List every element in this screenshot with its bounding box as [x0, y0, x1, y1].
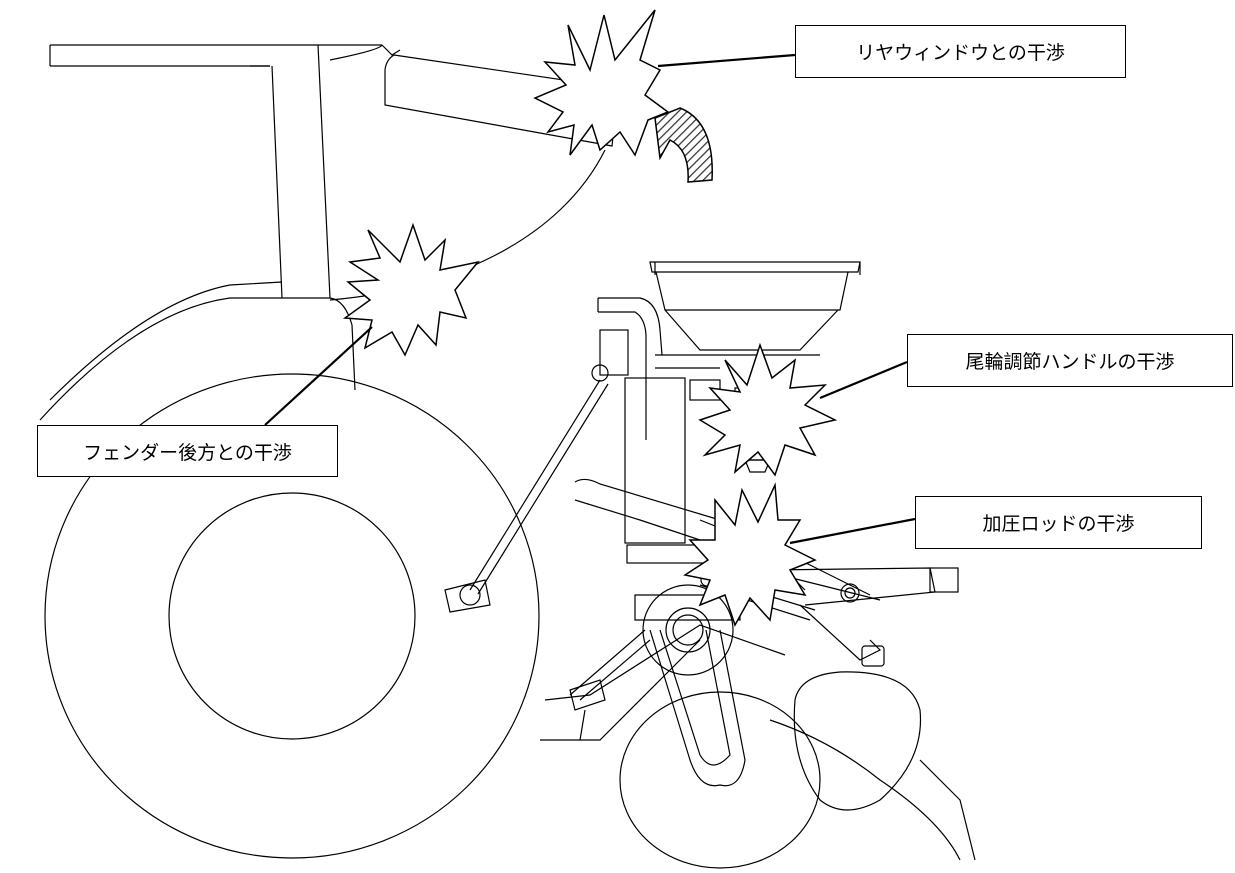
tractor-cab [49, 44, 619, 301]
top-link [444, 364, 609, 613]
burst-rear-window-icon [533, 9, 670, 157]
burst-fender-icon [342, 222, 480, 357]
rear-window-fragment [654, 107, 713, 183]
handle-frame [597, 297, 820, 564]
leader-tail-wheel [819, 360, 908, 400]
rear-wheel [44, 373, 540, 859]
callout-rear-window-label: リヤウィンドウとの干渉 [856, 42, 1065, 64]
callout-fender: フェンダー後方との干渉 [37, 425, 338, 477]
callout-tail-wheel: 尾輪調節ハンドルの干渉 [907, 334, 1233, 387]
tractor-body-curves [39, 281, 356, 421]
hopper [649, 261, 861, 351]
covering-wheel [769, 671, 976, 861]
leader-rear-window [657, 53, 796, 68]
burst-press-rod-icon [683, 482, 817, 627]
press-wheel [619, 584, 821, 869]
callout-fender-label: フェンダー後方との干渉 [83, 441, 292, 464]
callout-press-rod: 加圧ロッドの干渉 [915, 496, 1202, 549]
callout-tail-wheel-label: 尾輪調節ハンドルの干渉 [965, 351, 1175, 373]
leader-fender [264, 326, 373, 426]
support-arm [569, 629, 651, 741]
burst-tail-wheel-icon [698, 342, 838, 477]
callout-press-rod-label: 加圧ロッドの干渉 [982, 513, 1135, 535]
callout-rear-window: リヤウィンドウとの干渉 [795, 25, 1126, 78]
leader-press-rod [789, 517, 916, 545]
